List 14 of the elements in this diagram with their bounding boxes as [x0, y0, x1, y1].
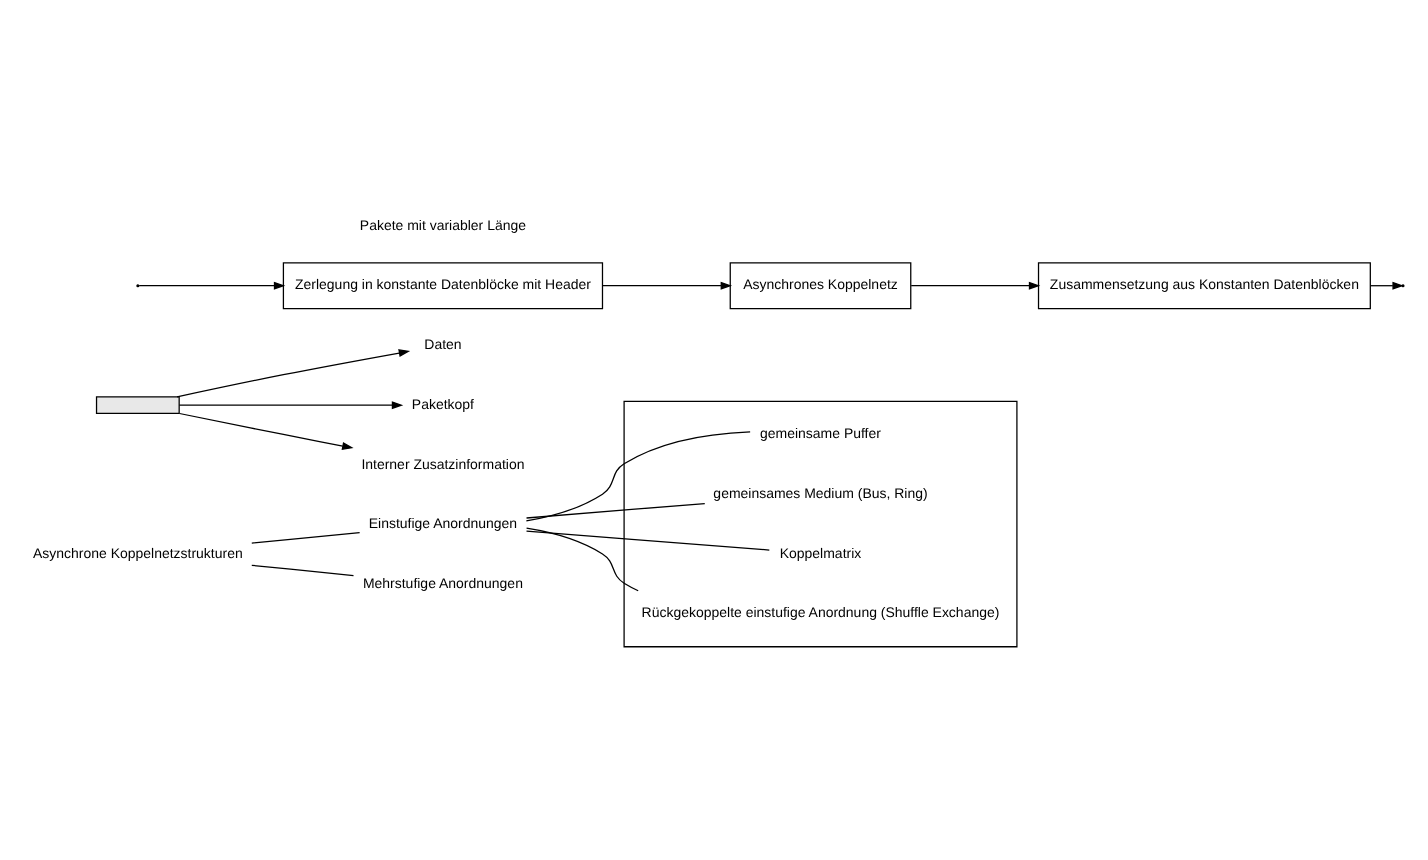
connector — [525, 530, 770, 551]
connector — [525, 502, 706, 519]
connector — [251, 564, 355, 577]
arrow — [178, 412, 354, 450]
arrow — [178, 401, 404, 410]
cluster — [623, 400, 1018, 648]
arrow — [910, 281, 1041, 290]
node-bar — [95, 396, 180, 415]
connector — [525, 431, 751, 522]
connector — [525, 527, 639, 592]
arrow — [602, 281, 733, 290]
arrow — [138, 281, 286, 290]
connector — [251, 532, 361, 544]
arrow — [176, 349, 411, 398]
